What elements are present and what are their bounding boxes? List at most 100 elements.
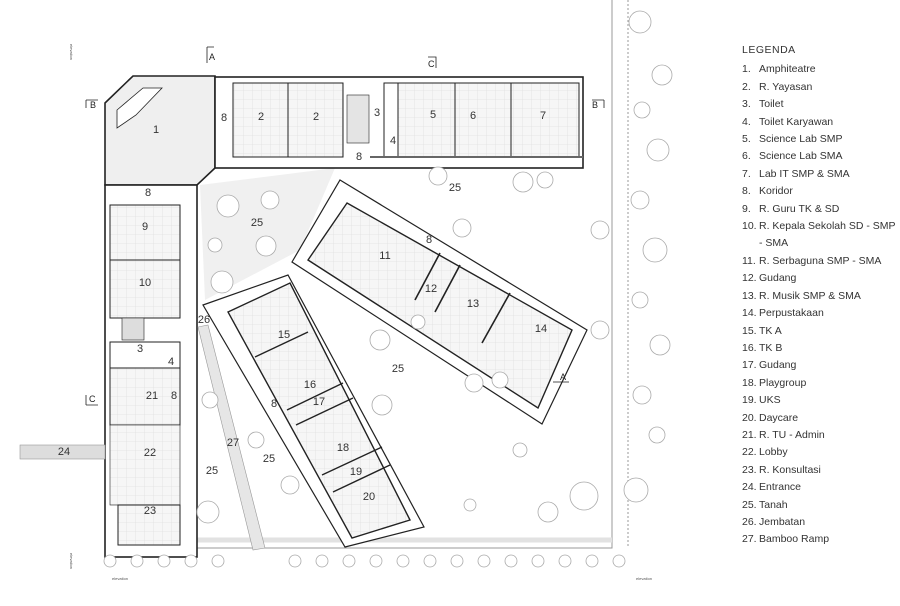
legend-item-number: 10.: [742, 220, 757, 233]
legend-item: 18.Playgroup: [742, 375, 900, 392]
room-label: 8: [271, 398, 277, 410]
legend-item-label: Gudang: [759, 359, 797, 372]
legend-item-label: R. Serbaguna SMP - SMA: [759, 254, 882, 267]
room-label: 8: [145, 187, 151, 199]
room-label: 20: [363, 491, 375, 503]
legend-item-number: 4.: [742, 115, 751, 128]
legend-item: 20.Daycare: [742, 410, 900, 427]
room-label: 9: [142, 221, 148, 233]
legend-item-number: 18.: [742, 376, 757, 389]
legend-title: LEGENDA: [742, 44, 796, 56]
trees: [196, 10, 673, 524]
legend-item: 6.Science Lab SMA: [742, 148, 900, 165]
legend-item: 1. Amphiteatre: [742, 61, 900, 78]
room-label: 8: [221, 112, 227, 124]
section-marker-a: A: [209, 52, 215, 62]
legend-item-number: 14.: [742, 307, 757, 320]
legend-item: 4. Toilet Karyawan: [742, 114, 900, 131]
room-label: 8: [171, 390, 177, 402]
legend-item: 25.Tanah: [742, 497, 900, 514]
legend-item-number: 22.: [742, 446, 757, 459]
legend-item-number: 7.: [742, 167, 751, 180]
legend-item: 3. Toilet: [742, 96, 900, 113]
legend-item-label: Gudang: [759, 272, 797, 285]
legend-item: 2.R. Yayasan: [742, 79, 900, 96]
legend-item-number: 1.: [742, 63, 751, 76]
room-label: 2: [258, 111, 264, 123]
legend-item-number: 19.: [742, 394, 757, 407]
legend-item-number: 6.: [742, 150, 751, 163]
legend-item-number: 16.: [742, 341, 757, 354]
legend-item-number: 23.: [742, 463, 757, 476]
room-label: 13: [467, 298, 479, 310]
east-wing: [291, 179, 588, 425]
legend: LEGENDA 1. Amphiteatre 2.R. Yayasan 3. Toile…: [742, 42, 900, 549]
room-label: 11: [379, 250, 390, 262]
legend-item: 21.R. TU - Admin: [742, 427, 900, 444]
section-marker-c: C: [89, 394, 96, 404]
legend-item-label: Perpustakaan: [759, 307, 824, 320]
room-label: 27: [227, 437, 239, 449]
left-wing: [19, 75, 216, 558]
legend-item-label: TK A: [759, 324, 782, 337]
section-marker-b: B: [592, 100, 598, 110]
room-label: 4: [390, 135, 396, 147]
room-label: 25: [392, 363, 404, 375]
legend-item-label: Bamboo Ramp: [759, 533, 830, 546]
legend-item: 9.R. Guru TK & SD: [742, 201, 900, 218]
legend-item-label: TK B: [759, 341, 783, 354]
legend-item-number: 3.: [742, 98, 751, 111]
room-label: 3: [137, 343, 143, 355]
legend-item: 15.TK A: [742, 323, 900, 340]
room-label: 22: [144, 447, 156, 459]
section-markers: [85, 46, 605, 406]
entrance-path: [19, 444, 106, 460]
legend-item-label: Amphiteatre: [759, 63, 816, 76]
room-label: 19: [350, 466, 362, 478]
room-label: 6: [470, 110, 476, 122]
legend-item: 10.R. Kepala Sekolah SD - SMP - SMA: [742, 218, 900, 253]
legend-item: 13.R. Musik SMP & SMA: [742, 288, 900, 305]
top-wing: [214, 76, 584, 169]
room-label: 25: [263, 453, 275, 465]
elevation-label: elevation: [112, 576, 128, 581]
legend-item-label: Lobby: [759, 446, 788, 459]
bamboo-ramp: [197, 324, 266, 551]
legend-item: 5.Science Lab SMP: [742, 131, 900, 148]
legend-items: 1. Amphiteatre 2.R. Yayasan 3. Toilet 4. Toile…: [742, 61, 900, 548]
room-label: 2: [313, 111, 319, 123]
legend-item-label: Toilet: [759, 98, 784, 111]
legend-item-label: Lab IT SMP & SMA: [759, 167, 850, 180]
legend-item-number: 25.: [742, 498, 757, 511]
section-marker-b: B: [90, 100, 96, 110]
site-boundary: [197, 0, 629, 549]
legend-item-label: Toilet Karyawan: [759, 115, 834, 128]
room-label: 1: [153, 124, 159, 136]
tree-row: [103, 554, 626, 568]
room-label: 23: [144, 505, 156, 517]
room-label: 5: [430, 109, 436, 121]
section-marker-a: A: [560, 372, 566, 382]
legend-item: 24.Entrance: [742, 479, 900, 496]
legend-item-number: 13.: [742, 289, 757, 302]
room-label: 24: [58, 446, 70, 458]
room-label: 10: [139, 277, 151, 289]
room-label: 25: [449, 182, 461, 194]
legend-item-number: 5.: [742, 133, 751, 146]
room-label: 4: [168, 356, 174, 368]
legend-item: 12.Gudang: [742, 270, 900, 287]
legend-item: 19.UKS: [742, 392, 900, 409]
legend-item: 17.Gudang: [742, 357, 900, 374]
legend-item-label: Entrance: [759, 481, 802, 494]
legend-item-label: Daycare: [759, 411, 799, 424]
room-label: 17: [313, 396, 325, 408]
legend-item: 27.Bamboo Ramp: [742, 531, 900, 548]
elevation-label: elevation: [69, 553, 74, 569]
legend-item-label: Tanah: [759, 498, 788, 511]
room-label: 14: [535, 323, 547, 335]
legend-item: 16.TK B: [742, 340, 900, 357]
room-label: 25: [206, 465, 218, 477]
legend-item: 23.R. Konsultasi: [742, 462, 900, 479]
room-label: 7: [540, 110, 546, 122]
